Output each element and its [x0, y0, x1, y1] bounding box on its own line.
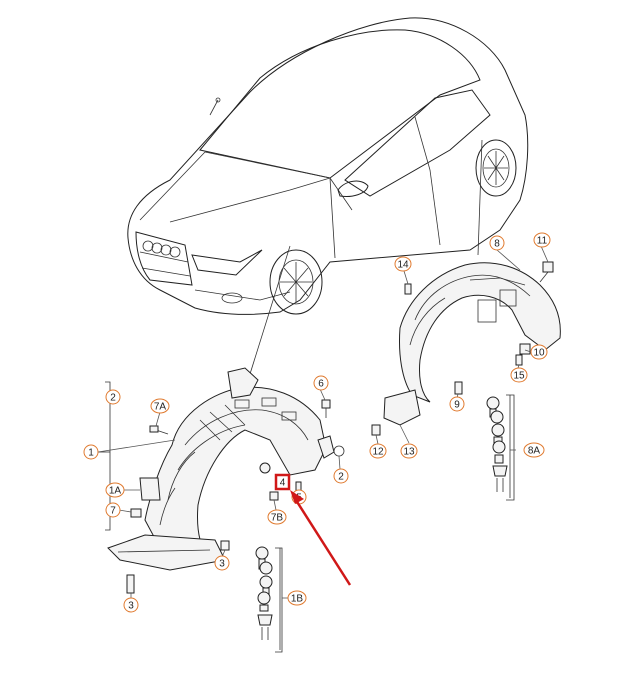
svg-text:3: 3 [219, 559, 225, 570]
svg-text:11: 11 [537, 236, 548, 247]
red-pointer-arrow [290, 490, 352, 586]
svg-text:13: 13 [403, 447, 415, 458]
bracket-8a [506, 394, 515, 501]
car-illustration [127, 17, 529, 391]
callout-1B: 1B [287, 590, 307, 606]
callout-2: 2 [333, 468, 349, 484]
callout-9: 9 [449, 396, 465, 412]
svg-text:4: 4 [280, 478, 286, 489]
callout-8: 8 [489, 235, 505, 251]
callout-3-front: 3 [214, 555, 230, 571]
bracket-1b [275, 547, 283, 653]
callout-15: 15 [510, 367, 528, 383]
callout-10: 10 [530, 344, 548, 360]
svg-text:7B: 7B [271, 513, 284, 524]
callout-6: 6 [313, 375, 329, 391]
fastener-set-1b [255, 546, 281, 650]
callout-12: 12 [369, 443, 387, 459]
callout-1A: 1A [105, 482, 125, 498]
callout-8A: 8A [523, 442, 545, 458]
fastener-set-8a [486, 395, 511, 498]
callout-13: 13 [400, 443, 418, 459]
highlighted-callout-4[interactable]: 4 [274, 473, 291, 491]
callout-3-bottom: 3 [123, 597, 139, 613]
svg-text:1A: 1A [109, 486, 122, 497]
leader-lines [97, 245, 549, 599]
svg-text:2: 2 [338, 472, 344, 483]
callout-11: 11 [533, 232, 551, 248]
svg-text:1: 1 [88, 448, 94, 459]
svg-text:6: 6 [318, 379, 324, 390]
callout-2-bracket: 2 [105, 389, 121, 405]
front-wheel-housing-liner [107, 367, 345, 594]
bracket-group-1 [105, 381, 111, 531]
rear-wheel-housing-liner [371, 261, 561, 436]
svg-text:7: 7 [110, 506, 116, 517]
svg-text:10: 10 [533, 348, 545, 359]
svg-text:2: 2 [110, 393, 116, 404]
svg-text:9: 9 [454, 400, 460, 411]
svg-text:14: 14 [397, 260, 409, 271]
callout-7B: 7B [267, 509, 287, 525]
callout-7: 7 [105, 502, 121, 518]
callout-14: 14 [394, 256, 412, 272]
svg-text:3: 3 [128, 601, 134, 612]
svg-text:1B: 1B [291, 594, 304, 605]
svg-text:7A: 7A [154, 402, 167, 413]
svg-text:15: 15 [513, 371, 525, 382]
svg-text:12: 12 [372, 447, 384, 458]
svg-text:8: 8 [494, 239, 500, 250]
callout-7A: 7A [150, 398, 170, 414]
callout-1: 1 [83, 444, 99, 460]
svg-text:8A: 8A [528, 446, 541, 457]
